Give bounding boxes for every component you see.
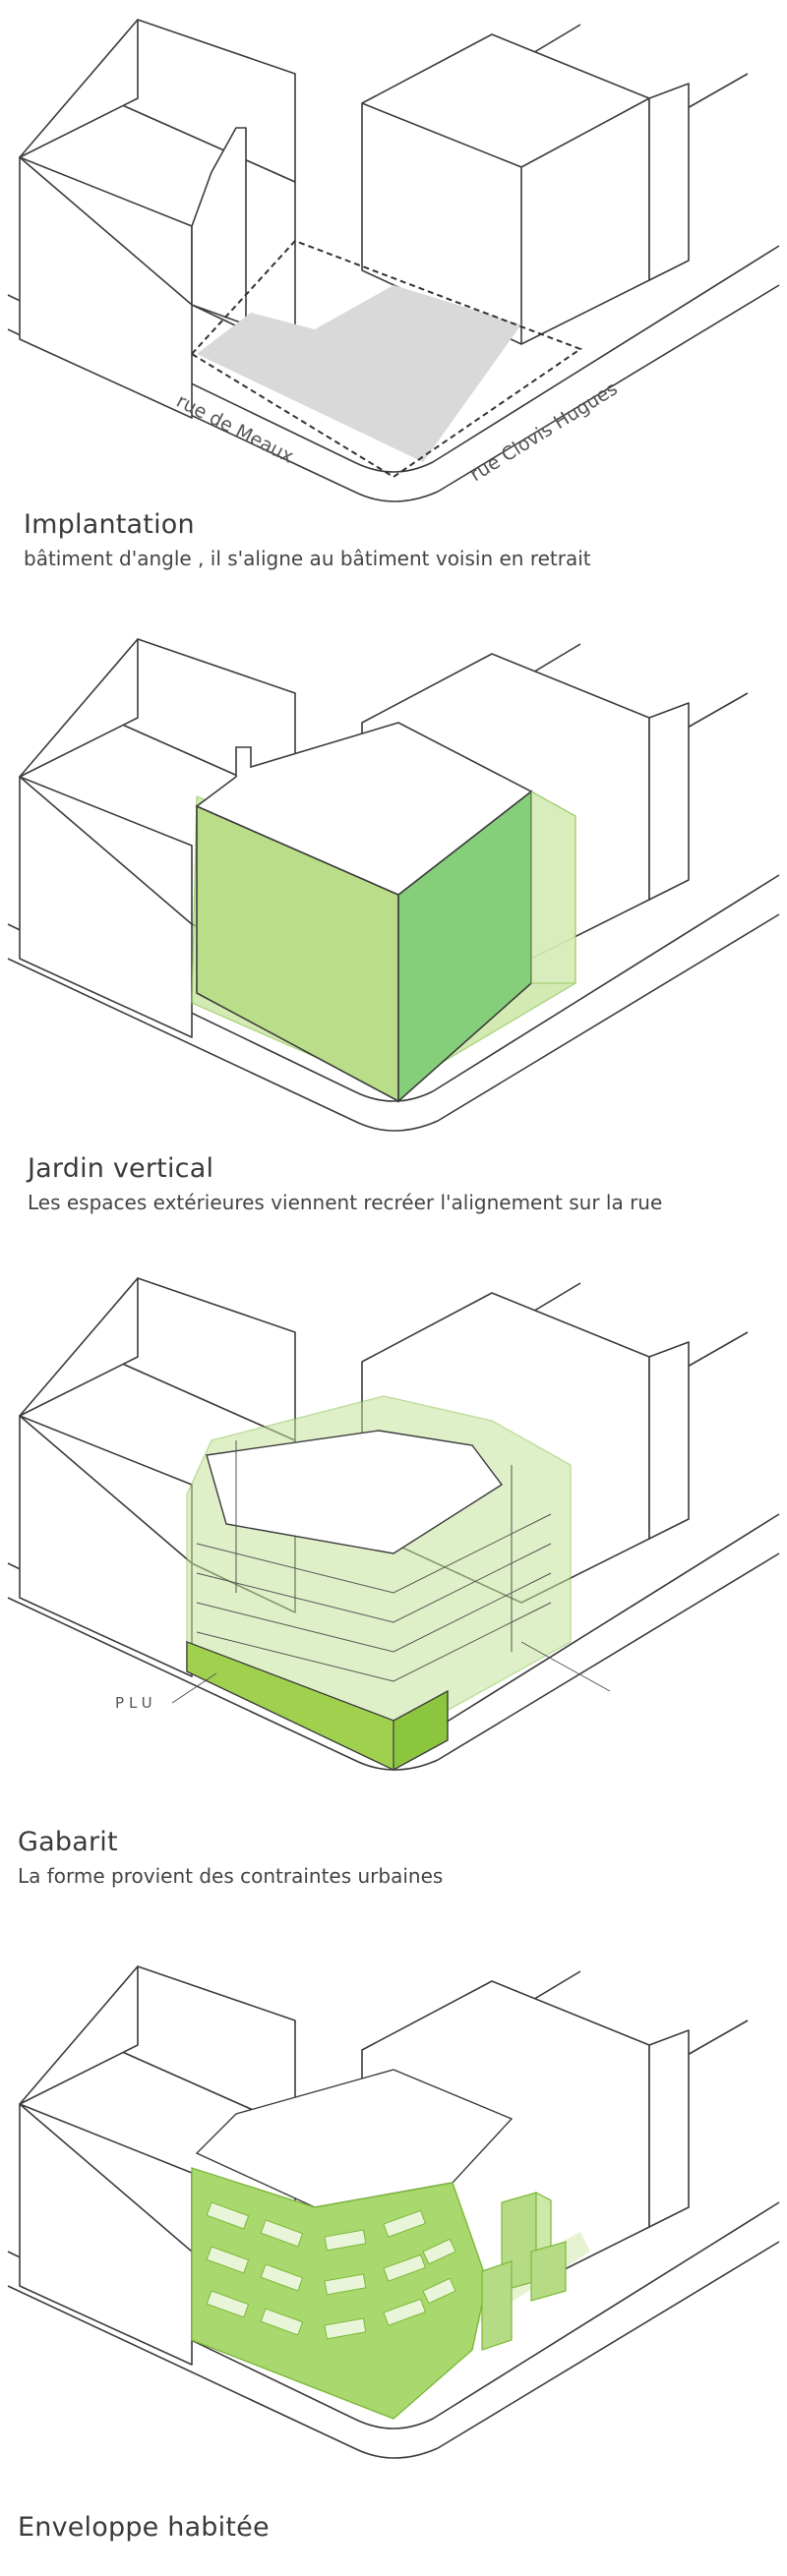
plu-label: PLU bbox=[115, 1694, 157, 1712]
left-building-roof-slope bbox=[19, 638, 139, 778]
enveloppe-habitee-diagram bbox=[7, 1965, 780, 2459]
street-label-rue-clovis-hugues: rue Clovis Hugues bbox=[466, 378, 622, 486]
building-roof bbox=[195, 722, 533, 896]
background-line bbox=[678, 692, 749, 733]
panel-caption: La forme provient des contraintes urbain… bbox=[18, 1864, 444, 1888]
plot-boundary bbox=[190, 239, 583, 479]
right-building-annex bbox=[648, 2029, 690, 2228]
panel-enveloppe-habitee: Enveloppe habitée bbox=[0, 1957, 787, 2576]
left-building-roof-slope bbox=[19, 1965, 139, 2105]
gabarit-diagram: PLU bbox=[7, 1277, 780, 1771]
jardin-vertical-diagram bbox=[7, 638, 780, 1132]
panel-caption: Les espaces extérieures viennent recréer… bbox=[28, 1191, 663, 1214]
panel-title: Enveloppe habitée bbox=[18, 2512, 270, 2543]
right-building-annex bbox=[648, 1341, 690, 1540]
left-building-side bbox=[19, 156, 193, 419]
left-building-side bbox=[19, 1415, 193, 1677]
street-curb-outer bbox=[7, 284, 780, 502]
right-building-annex bbox=[648, 83, 690, 281]
background-line bbox=[678, 1331, 749, 1373]
panel-implantation: rue de Meaux rue Clovis Hugues Implantat… bbox=[0, 0, 787, 610]
plu-base-front bbox=[186, 1641, 394, 1771]
street-curb-inner bbox=[7, 2201, 780, 2430]
gabarit-leader-line bbox=[520, 1641, 611, 1692]
envelope-windows bbox=[206, 2201, 456, 2340]
background-line bbox=[678, 73, 749, 114]
left-building-roof-slope bbox=[19, 1277, 139, 1417]
left-building-side bbox=[19, 776, 193, 1038]
plu-leader-line bbox=[171, 1672, 217, 1704]
left-building-side bbox=[19, 2103, 193, 2366]
gabarit-setback-lines bbox=[235, 1440, 513, 1652]
panel-title: Gabarit bbox=[18, 1827, 118, 1857]
background-line bbox=[678, 2020, 749, 2061]
panel-title: Jardin vertical bbox=[28, 1153, 214, 1184]
street-curb-inner bbox=[7, 874, 780, 1102]
site-footprint bbox=[197, 285, 521, 462]
panel-title: Implantation bbox=[24, 509, 195, 540]
green-volume-side bbox=[530, 790, 576, 984]
street-curb-inner bbox=[7, 245, 780, 473]
left-building-chimney bbox=[191, 127, 247, 325]
gabarit-roof bbox=[206, 1430, 504, 1554]
implantation-diagram: rue de Meaux rue Clovis Hugues bbox=[7, 19, 780, 502]
panel-gabarit: PLU Gabarit La forme provient des contra… bbox=[0, 1268, 787, 1917]
garden-towers bbox=[481, 2192, 567, 2351]
left-building-roof-slope bbox=[19, 19, 139, 158]
street-curb-outer bbox=[7, 913, 780, 1132]
panel-jardin-vertical: Jardin vertical Les espaces extérieures … bbox=[0, 629, 787, 1239]
panel-caption: bâtiment d'angle , il s'aligne au bâtime… bbox=[24, 547, 591, 570]
street-label-rue-de-meaux: rue de Meaux bbox=[173, 390, 297, 468]
right-building-annex bbox=[648, 702, 690, 901]
street-curb-outer bbox=[7, 2241, 780, 2459]
gabarit-floor-lines bbox=[196, 1513, 552, 1682]
right-building-edges bbox=[361, 97, 650, 344]
